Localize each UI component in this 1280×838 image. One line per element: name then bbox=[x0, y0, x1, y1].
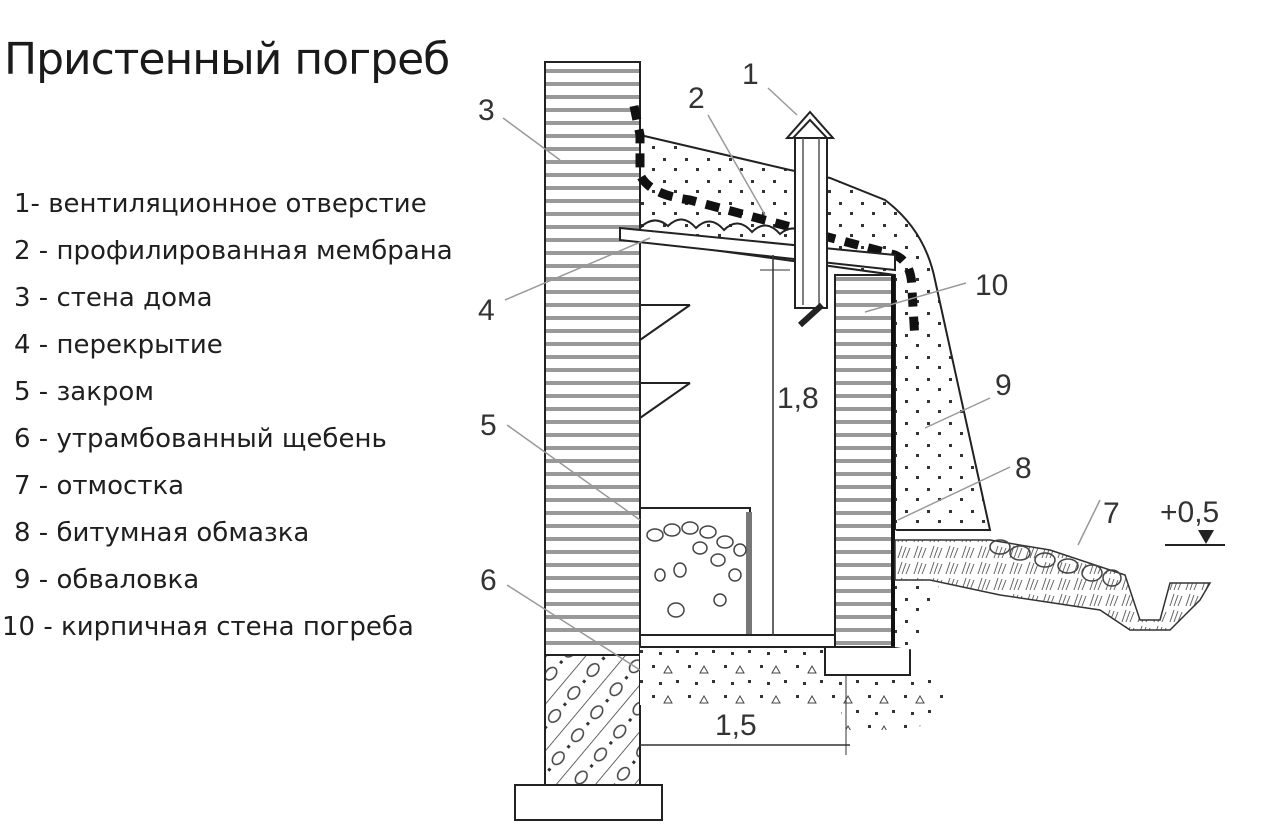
membrane bbox=[629, 105, 920, 341]
callout-2: 2 bbox=[688, 82, 705, 115]
vent-cap-icon bbox=[784, 110, 836, 139]
callout-3: 3 bbox=[478, 94, 495, 127]
legend-num: 3 - bbox=[14, 283, 49, 313]
level-mark: +0,5 bbox=[1160, 496, 1219, 529]
legend-num: 1- bbox=[14, 189, 40, 219]
legend: 1- вентиляционное отверстие 2 - профилир… bbox=[2, 186, 453, 656]
callout-4: 4 bbox=[478, 294, 495, 327]
legend-item: 5 - закром bbox=[14, 374, 453, 421]
leader-lines bbox=[502, 87, 1101, 671]
legend-text: стена дома bbox=[48, 283, 213, 313]
callout-8: 8 bbox=[1015, 452, 1032, 485]
callout-5: 5 bbox=[480, 409, 497, 442]
ceiling-arches bbox=[639, 218, 809, 237]
legend-item: 10 - кирпичная стена погреба bbox=[2, 609, 453, 656]
level-marker-icon bbox=[1198, 530, 1214, 544]
legend-item: 4 - перекрытие bbox=[14, 327, 453, 374]
page-title: Пристенный погреб bbox=[4, 34, 450, 85]
legend-num: 8 - bbox=[14, 518, 49, 548]
callout-7: 7 bbox=[1103, 497, 1120, 530]
legend-text: вентиляционное отверстие bbox=[39, 189, 427, 219]
legend-text: отмостка bbox=[48, 471, 185, 501]
legend-text: битумная обмазка bbox=[48, 518, 310, 548]
legend-item: 7 - отмостка bbox=[14, 468, 453, 515]
callout-1: 1 bbox=[742, 58, 759, 91]
callout-6: 6 bbox=[480, 564, 497, 597]
legend-item: 8 - битумная обмазка bbox=[14, 515, 453, 562]
cellar-wall-footing bbox=[824, 646, 911, 676]
embankment bbox=[639, 133, 992, 531]
legend-item: 9 - обваловка bbox=[14, 562, 453, 609]
legend-text: кирпичная стена погреба bbox=[52, 612, 414, 642]
legend-num: 4 - bbox=[14, 330, 49, 360]
house-foundation bbox=[544, 654, 641, 786]
legend-num: 2 - bbox=[14, 236, 49, 266]
width-dimension: 1,5 bbox=[715, 709, 757, 742]
callout-10: 10 bbox=[975, 269, 1008, 302]
legend-text: профилированная мембрана bbox=[48, 236, 453, 266]
shelf bbox=[639, 304, 691, 341]
vent-pipe bbox=[794, 137, 828, 309]
legend-item: 1- вентиляционное отверстие bbox=[14, 186, 453, 233]
legend-item: 2 - профилированная мембрана bbox=[14, 233, 453, 280]
legend-text: перекрытие bbox=[48, 330, 223, 360]
legend-text: закром bbox=[48, 377, 154, 407]
legend-num: 6 - bbox=[14, 424, 49, 454]
house-wall bbox=[544, 61, 641, 658]
house-footing bbox=[514, 784, 663, 821]
shelf bbox=[639, 382, 691, 419]
height-dimension: 1,8 bbox=[777, 382, 819, 415]
blind-area bbox=[894, 539, 1212, 631]
legend-item: 3 - стена дома bbox=[14, 280, 453, 327]
legend-text: утрамбованный щебень bbox=[48, 424, 387, 454]
cellar-floor bbox=[639, 634, 836, 648]
legend-num: 5 - bbox=[14, 377, 49, 407]
legend-num: 10 - bbox=[2, 612, 53, 642]
legend-num: 7 - bbox=[14, 471, 49, 501]
cellar-brick-wall bbox=[834, 274, 894, 648]
legend-num: 9 - bbox=[14, 565, 49, 595]
callout-9: 9 bbox=[995, 369, 1012, 402]
legend-text: обваловка bbox=[48, 565, 200, 595]
potatoes bbox=[646, 521, 747, 618]
legend-item: 6 - утрамбованный щебень bbox=[14, 421, 453, 468]
crushed-stone bbox=[640, 648, 945, 730]
